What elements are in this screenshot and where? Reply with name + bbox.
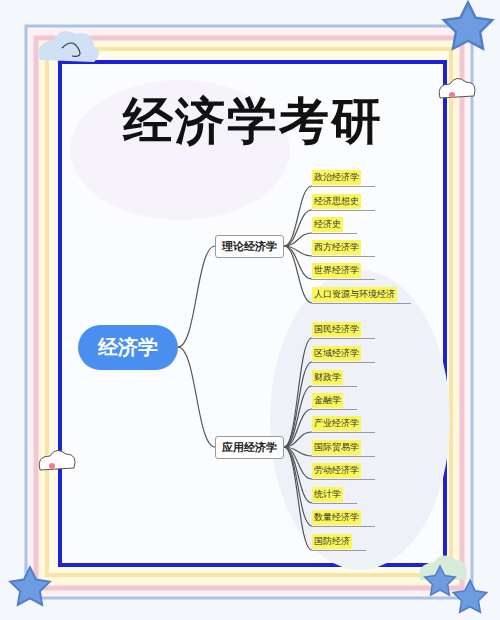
branch-connector xyxy=(284,233,312,246)
leaf-topic: 数量经济学 xyxy=(312,510,375,527)
star-group xyxy=(10,2,492,612)
branch-connector xyxy=(284,432,312,447)
node-label: 国际贸易学 xyxy=(312,440,361,455)
leaf-topic: 国际贸易学 xyxy=(312,440,375,457)
node-label: 国防经济 xyxy=(312,534,352,549)
leaf-topic: 劳动经济学 xyxy=(312,463,375,480)
star xyxy=(453,580,486,612)
node-label: 经济史 xyxy=(312,217,343,232)
outer-frame xyxy=(26,26,472,598)
branch-connector xyxy=(284,246,312,303)
node-label: 政治经济学 xyxy=(312,170,361,185)
leaf-topic: 金融学 xyxy=(312,393,357,410)
node-label: 西方经济学 xyxy=(312,240,361,255)
leaf-topic: 人口资源与环境经济 xyxy=(312,287,411,304)
node-label: 劳动经济学 xyxy=(312,463,361,478)
root-node: 经济学 xyxy=(78,325,178,370)
branch-connector xyxy=(284,386,312,447)
node-label: 区域经济学 xyxy=(312,346,361,361)
cloud-cheek xyxy=(49,463,55,469)
node-label: 人口资源与环境经济 xyxy=(312,287,397,302)
branch-connector xyxy=(284,186,312,246)
leaf-topic: 世界经济学 xyxy=(312,263,375,280)
leaf-topic: 经济思想史 xyxy=(312,194,375,211)
node-label: 数量经济学 xyxy=(312,510,361,525)
leaf-topic: 统计学 xyxy=(312,487,357,504)
branch-connector xyxy=(284,409,312,447)
node-label: 金融学 xyxy=(312,393,343,408)
node-label: 产业经济学 xyxy=(312,416,361,431)
star xyxy=(425,566,455,595)
page-title: 经济学考研 xyxy=(64,88,441,155)
cloud-doodle xyxy=(39,31,99,62)
leaf-topic: 西方经济学 xyxy=(312,240,375,257)
node-label: 经济思想史 xyxy=(312,194,361,209)
node-label: 统计学 xyxy=(312,487,343,502)
leaf-topic: 政治经济学 xyxy=(312,170,375,187)
branch-connector xyxy=(284,362,312,447)
leaf-topic: 国防经济 xyxy=(312,534,366,551)
node-label: 国民经济学 xyxy=(312,322,361,337)
leaf-topic: 财政学 xyxy=(312,370,357,387)
branch-connector xyxy=(284,447,312,526)
branch-connector xyxy=(284,338,312,447)
node-label: 世界经济学 xyxy=(312,263,361,278)
branch-connector xyxy=(178,246,215,347)
node-label: 应用经济学 xyxy=(222,440,277,455)
leaf-topic: 产业经济学 xyxy=(312,416,375,433)
pink-band xyxy=(36,38,462,588)
branch-box: 理论经济学 xyxy=(215,235,284,258)
star xyxy=(10,567,50,605)
branch-connector xyxy=(178,347,215,447)
node-label: 财政学 xyxy=(312,370,343,385)
squiggle xyxy=(62,43,80,56)
leaf-topic: 国民经济学 xyxy=(312,322,375,339)
star xyxy=(444,2,493,48)
node-label: 理论经济学 xyxy=(222,239,277,254)
branch-connector xyxy=(284,210,312,246)
branch-connector xyxy=(284,447,312,550)
cloud-doodle xyxy=(439,78,475,98)
soft-shape xyxy=(270,270,450,570)
leaf-topic: 区域经济学 xyxy=(312,346,375,363)
node-label: 经济学 xyxy=(98,334,158,361)
branch-box: 应用经济学 xyxy=(215,436,284,459)
yellow-band xyxy=(47,49,451,575)
leaf-topic: 经济史 xyxy=(312,217,357,234)
cloud-doodle xyxy=(39,450,75,470)
cloud-cheek xyxy=(449,92,455,98)
